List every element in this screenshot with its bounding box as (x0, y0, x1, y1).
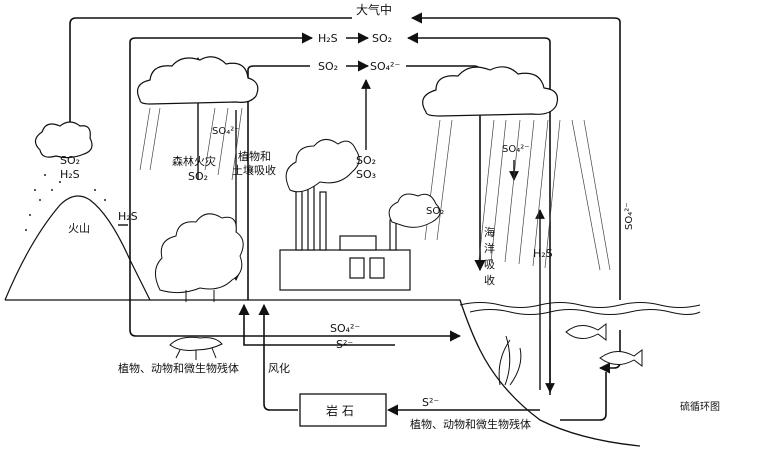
factory-so2-label: SO₂ (356, 154, 376, 167)
volcano-so2-label: SO₂ (60, 154, 80, 167)
labels: 大气中 H₂S SO₂ SO₂ SO₄²⁻ SO₂ H₂S 火山 H₂S SO₄… (60, 2, 720, 431)
land-surface (5, 299, 641, 447)
trees (155, 213, 244, 302)
factory-smoke (285, 139, 441, 228)
h2s-loop-left (129, 32, 314, 330)
top-loop-left (69, 17, 352, 150)
factory (279, 185, 411, 291)
caption-label: 硫循环图 (680, 400, 720, 413)
fishes (565, 323, 643, 367)
ocean-absorb-3: 吸 (484, 258, 495, 271)
so4-mid-label: SO₄²⁻ (370, 60, 400, 73)
plant-soil-label-1: 植物和 (238, 149, 271, 163)
h2s-top-label: H₂S (318, 32, 338, 45)
rock-label: 岩 石 (326, 403, 354, 418)
animal-remains (169, 336, 223, 360)
ocean-h2s-label: H₂S (533, 247, 553, 260)
ocean-absorb-4: 收 (484, 273, 495, 287)
weathering-label: 风化 (268, 361, 290, 375)
so2-top-label: SO₂ (372, 32, 392, 45)
ground-s2-left (238, 303, 395, 346)
so2-loop-right (406, 32, 551, 395)
cloud-left (137, 56, 259, 105)
volcano-h2s-rise-label: H₂S (118, 210, 138, 223)
ground-so4-label: SO₄²⁻ (330, 322, 360, 335)
volcano-label: 火山 (68, 222, 90, 235)
seaweed (498, 335, 522, 386)
remains-sea-label: 植物、动物和微生物残体 (410, 417, 531, 431)
factory-so3-label: SO₃ (356, 168, 376, 181)
bottom-s2-label: S²⁻ (422, 396, 439, 409)
ground-s2-label: S²⁻ (336, 338, 353, 351)
so2-row-left (247, 65, 310, 300)
volcano-h2s-label: H₂S (60, 168, 80, 181)
cloud-right (422, 66, 559, 117)
factory-so2-small-label: SO₂ (426, 206, 444, 217)
bottom-loop (129, 329, 462, 342)
rain-right (424, 119, 611, 271)
forest-fire-so2-label: SO₂ (188, 170, 208, 183)
ocean-absorb-1: 海 (484, 225, 495, 239)
plant-soil-label-2: 土壤吸收 (232, 163, 276, 177)
right-bottom-vertical (560, 372, 607, 421)
rain-left (139, 107, 243, 181)
right-so4-label: SO₄²⁻ (624, 202, 635, 230)
forest-fire-label: 森林火灾 (172, 154, 216, 168)
top-loop-right (410, 12, 621, 300)
sea-surface (459, 302, 701, 315)
outer-arrows (69, 12, 621, 421)
rock-box (299, 393, 387, 427)
so2-mid-label: SO₂ (318, 60, 338, 73)
atmosphere-label: 大气中 (356, 2, 392, 17)
volcano-ash (25, 174, 106, 231)
ocean-absorb-2: 洋 (484, 241, 495, 255)
rain-so4-label: SO₄²⁻ (502, 144, 530, 155)
weathering-line (258, 303, 298, 411)
forest-so4-label: SO₄²⁻ (212, 126, 240, 137)
volcano (4, 121, 151, 301)
remains-land-label: 植物、动物和微生物残体 (118, 361, 239, 375)
